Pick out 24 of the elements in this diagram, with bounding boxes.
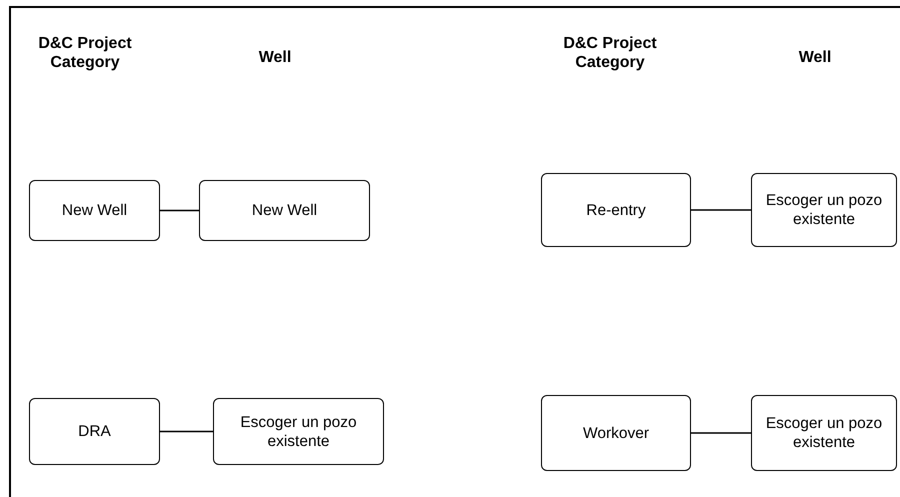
box-label: Workover bbox=[582, 424, 650, 442]
column-heading: Well bbox=[258, 48, 292, 67]
connector-line bbox=[160, 430, 213, 432]
column-heading: D&C Project Category bbox=[562, 34, 658, 72]
process-box bbox=[541, 395, 691, 471]
process-box bbox=[29, 180, 160, 241]
process-box bbox=[199, 180, 370, 241]
connector-line bbox=[691, 209, 751, 211]
box-label: Escoger un pozo existente bbox=[239, 412, 358, 450]
box-label: Escoger un pozo existente bbox=[764, 414, 884, 452]
process-box bbox=[213, 398, 384, 465]
process-box bbox=[541, 173, 691, 247]
process-box bbox=[29, 398, 160, 465]
box-label: Escoger un pozo existente bbox=[764, 191, 884, 229]
column-heading: D&C Project Category bbox=[37, 34, 133, 72]
process-box bbox=[751, 173, 897, 247]
process-box bbox=[751, 395, 897, 471]
box-label: New Well bbox=[62, 201, 128, 220]
box-label: New Well bbox=[252, 201, 318, 220]
box-label: Re-entry bbox=[586, 200, 646, 220]
column-heading: Well bbox=[798, 48, 832, 67]
connector-line bbox=[160, 210, 199, 212]
box-label: DRA bbox=[78, 422, 111, 441]
connector-line bbox=[691, 432, 751, 434]
